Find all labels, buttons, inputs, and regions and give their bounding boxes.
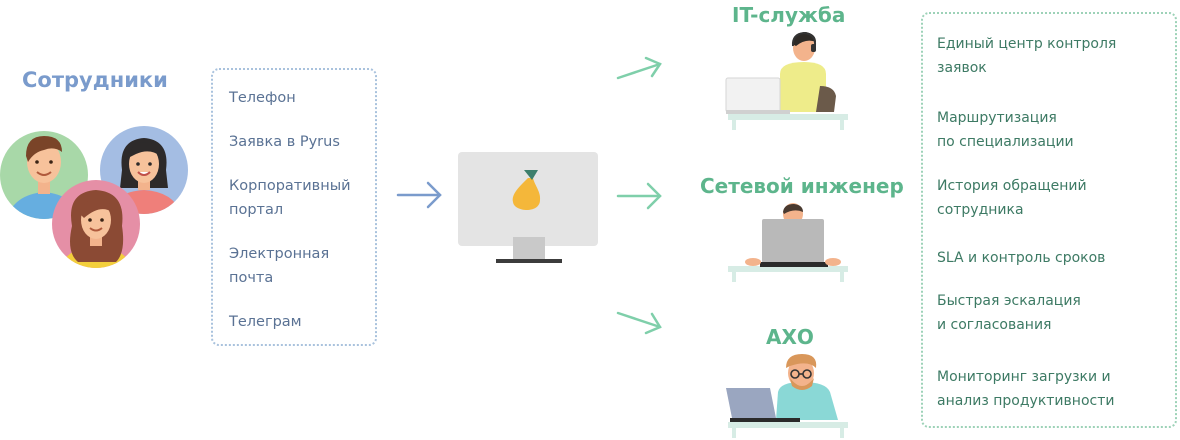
- arrow-right-icon: [616, 56, 662, 80]
- feature-control-center: Единый центр контроля заявок: [937, 36, 1117, 76]
- feature-routing: Маршрутизация по специализации: [937, 110, 1074, 150]
- support-agent-icon: [725, 31, 848, 130]
- channel-corporate-portal: Корпоративный портал: [229, 178, 351, 218]
- monitor-icon: [458, 152, 598, 263]
- feature-request-history: История обращений сотрудника: [937, 178, 1087, 218]
- engineer-icon: [728, 203, 848, 282]
- feature-sla-control: SLA и контроль сроков: [937, 250, 1106, 266]
- pear-logo-icon: [512, 170, 541, 210]
- office-worker-icon: [726, 354, 848, 438]
- channel-email: Электронная почта: [229, 246, 330, 286]
- role-axo: АХО: [766, 325, 814, 349]
- channel-pyrus-request: Заявка в Pyrus: [229, 134, 340, 150]
- role-network-engineer: Сетевой инженер: [700, 174, 904, 198]
- employee-avatar-icon: [52, 180, 140, 268]
- arrow-right-icon: [396, 181, 442, 209]
- channels-box: Телефон Заявка в Pyrus Корпоративный пор…: [211, 68, 377, 346]
- employees-title: Сотрудники: [22, 68, 168, 92]
- features-box: Единый центр контроля заявок Маршрутизац…: [921, 12, 1177, 428]
- channel-phone: Телефон: [229, 90, 296, 106]
- arrow-right-icon: [616, 182, 662, 210]
- feature-escalation: Быстрая эскалация и согласования: [937, 293, 1081, 333]
- arrow-right-icon: [616, 311, 662, 335]
- role-it-service: IT-служба: [732, 3, 846, 27]
- feature-monitoring: Мониторинг загрузки и анализ продуктивно…: [937, 369, 1115, 409]
- channel-telegram: Телеграм: [229, 314, 302, 330]
